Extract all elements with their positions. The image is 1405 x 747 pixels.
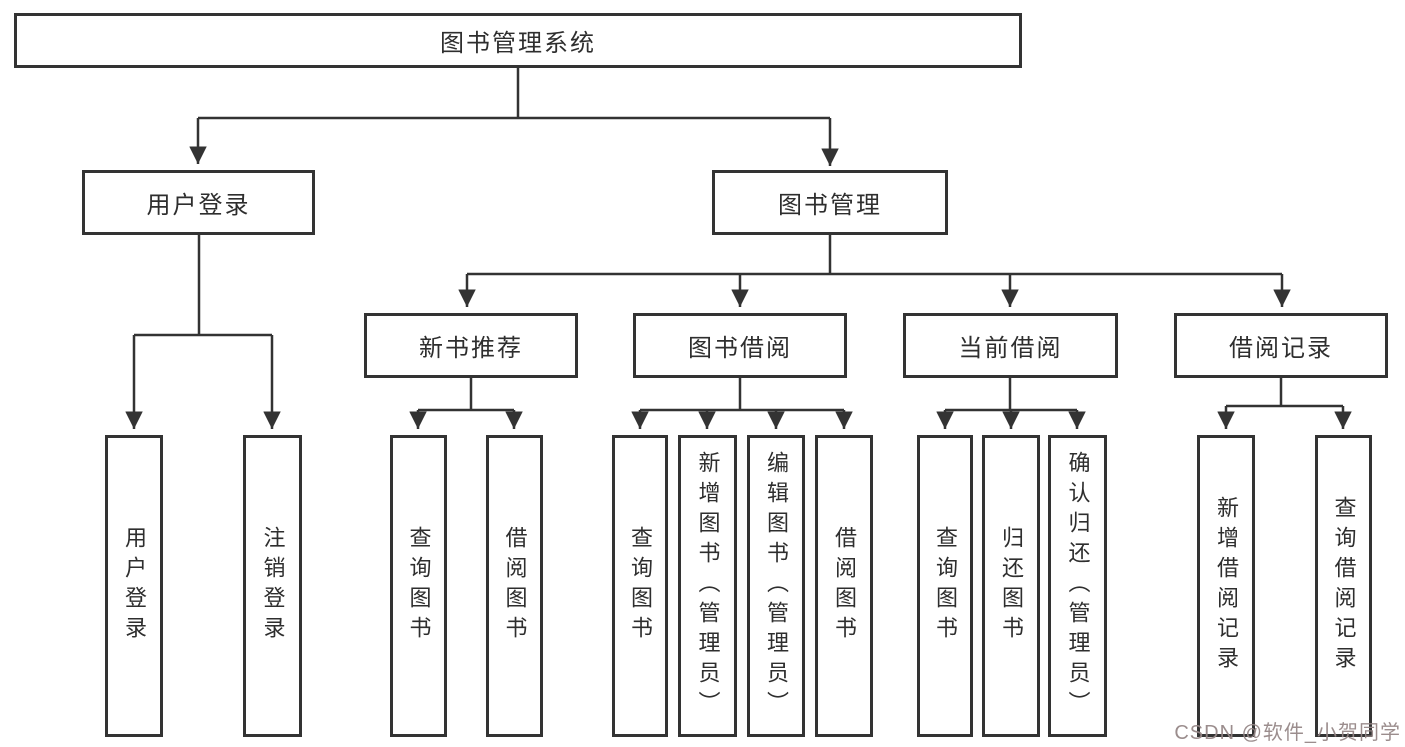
node-borrow-books-recommend: 借阅图书 [486,435,543,737]
node-user-login-leaf: 用户登录 [105,435,163,737]
node-borrowing-records: 借阅记录 [1174,313,1388,378]
node-borrow-books-borrowing: 借阅图书 [815,435,873,737]
node-current-borrowing: 当前借阅 [903,313,1118,378]
node-library-management-system: 图书管理系统 [14,13,1022,68]
leaf-label: 编辑图书（管理员） [764,451,789,721]
node-confirm-return-admin: 确认归还（管理员） [1048,435,1107,737]
node-new-book-recommendation: 新书推荐 [364,313,578,378]
leaf-label: 借阅图书 [832,526,857,646]
leaf-label: 注销登录 [260,526,286,646]
leaf-label: 查询借阅记录 [1331,496,1357,676]
node-edit-books-admin: 编辑图书（管理员） [747,435,805,737]
leaf-label: 新增借阅记录 [1214,496,1239,676]
node-user-login: 用户登录 [82,170,315,235]
leaf-label: 确认归还（管理员） [1065,451,1091,721]
node-add-borrow-record: 新增借阅记录 [1197,435,1255,737]
leaf-label: 新增图书（管理员） [695,451,721,721]
leaf-label: 查询图书 [628,526,653,646]
csdn-watermark: CSDN @软件_小贺同学 [1174,722,1401,744]
node-query-borrow-record: 查询借阅记录 [1315,435,1372,737]
node-book-borrowing: 图书借阅 [633,313,847,378]
node-query-books-current: 查询图书 [917,435,973,737]
leaf-label: 借阅图书 [502,526,528,646]
node-query-books-borrowing: 查询图书 [612,435,668,737]
leaf-label: 查询图书 [933,526,958,646]
leaf-label: 用户登录 [122,526,147,646]
leaf-label: 查询图书 [406,526,432,646]
node-book-management: 图书管理 [712,170,948,235]
node-logout-login: 注销登录 [243,435,302,737]
node-return-books: 归还图书 [982,435,1040,737]
node-add-books-admin: 新增图书（管理员） [678,435,737,737]
leaf-label: 归还图书 [999,526,1024,646]
node-query-books-recommend: 查询图书 [390,435,447,737]
